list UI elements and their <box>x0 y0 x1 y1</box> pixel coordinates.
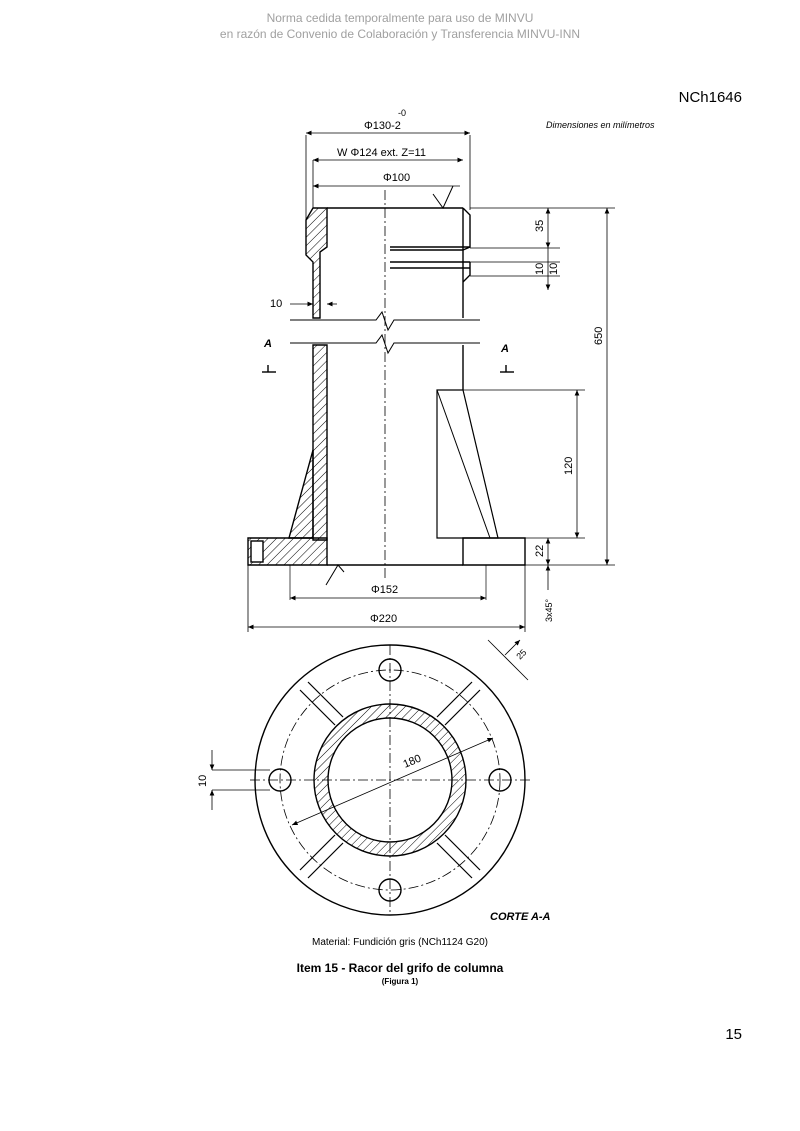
units-note: Dimensiones en milímetros <box>546 120 655 130</box>
rib-right <box>436 389 499 539</box>
figure-number: (Figura 1) <box>381 977 419 986</box>
flange-right <box>462 537 526 566</box>
section-view <box>250 644 530 916</box>
figure-title: Item 15 - Racor del grifo de columna <box>296 961 504 975</box>
dim-thread: W Φ124 ext. Z=11 <box>337 147 426 159</box>
front-view <box>247 185 526 600</box>
dim-h35: 35 <box>534 220 546 232</box>
section-mark-left: A <box>263 338 272 350</box>
rib-left <box>288 449 314 539</box>
dim-chamfer: 3x45° <box>544 598 554 622</box>
dim-wall: 10 <box>270 298 282 310</box>
dim-rib: 25 <box>514 647 528 661</box>
dimension-lines <box>247 130 615 632</box>
section-title: CORTE A-A <box>490 911 551 923</box>
dim-d100: Φ100 <box>383 172 410 184</box>
dim-d130: Φ130-2 <box>364 120 401 132</box>
watermark-line-1: Norma cedida temporalmente para uso de M… <box>266 11 534 25</box>
dim-hole: 10 <box>197 775 209 787</box>
dim-d130-tol: -0 <box>398 108 406 118</box>
section-dims <box>209 639 529 826</box>
dim-d220: Φ220 <box>370 613 397 625</box>
watermark-line-2: en razón de Convenio de Colaboración y T… <box>219 27 581 41</box>
dim-d152: Φ152 <box>371 584 398 596</box>
document-id: NCh1646 <box>678 89 742 106</box>
dim-h22: 22 <box>534 545 546 557</box>
material-note: Material: Fundición gris (NCh1124 G20) <box>311 937 488 948</box>
section-mark-right: A <box>500 343 509 355</box>
dim-h10: 10 <box>534 263 546 275</box>
page-number: 15 <box>725 1026 742 1043</box>
dim-h120: 120 <box>563 457 575 475</box>
dim-h10b: 10 <box>548 263 560 275</box>
wall-left-upper <box>305 207 328 319</box>
wall-left-lower <box>312 344 328 541</box>
break-line <box>290 310 480 332</box>
dim-h650: 650 <box>593 327 605 345</box>
ribs <box>299 681 481 879</box>
